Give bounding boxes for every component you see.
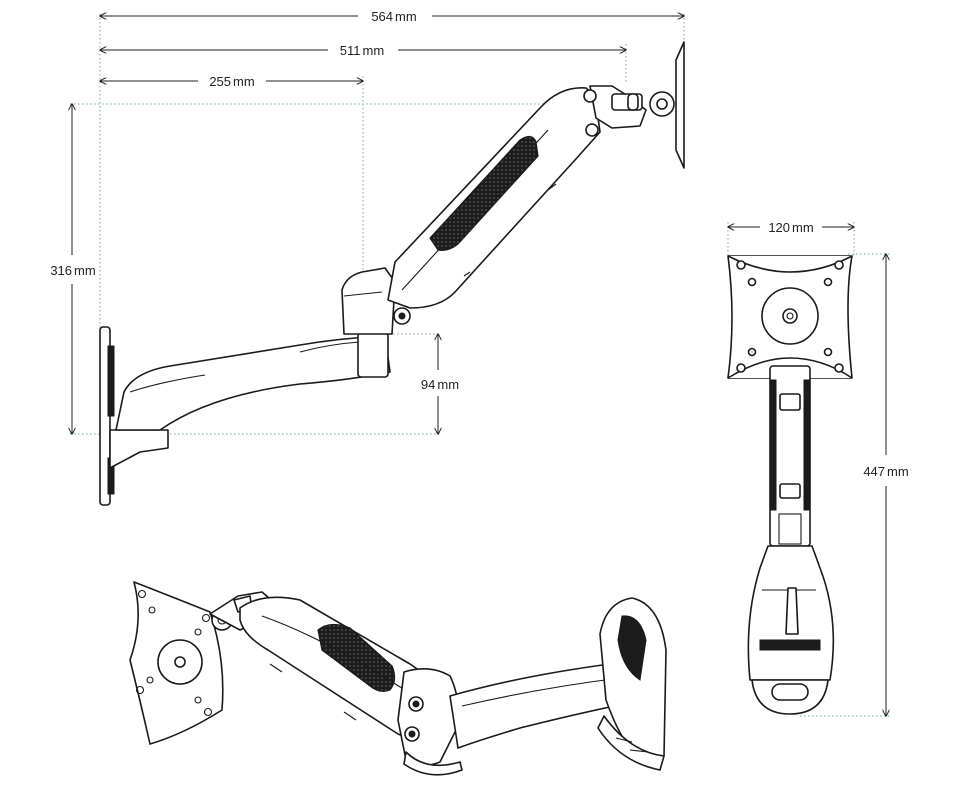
folded-arm [747, 365, 835, 715]
lower-arm [115, 332, 391, 431]
tilt-head [583, 41, 685, 169]
perspective-upper-arm [209, 591, 449, 742]
vesa-plate [727, 255, 853, 379]
side-view [99, 41, 685, 506]
perspective-view [129, 581, 667, 776]
perspective-lower-arm [449, 597, 667, 771]
elbow-joint [341, 267, 411, 335]
perspective-elbow [397, 668, 463, 776]
upper-arm [387, 87, 601, 309]
wall-plate [99, 326, 169, 506]
front-view [727, 255, 853, 715]
perspective-vesa-plate [129, 581, 224, 745]
guide-lines [70, 14, 890, 717]
